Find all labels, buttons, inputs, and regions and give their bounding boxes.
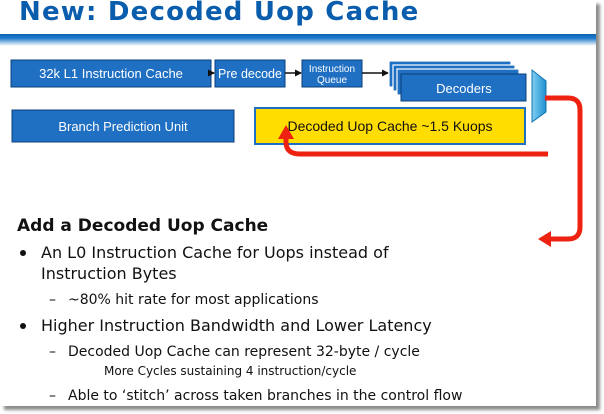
section-heading: Add a Decoded Uop Cache [17,216,269,236]
mux-shape [531,68,547,123]
bullet-2-subsub: More Cycles sustaining 4 instruction/cyc… [104,364,357,378]
bullet-2-sub-1: Decoded Uop Cache can represent 32-byte … [68,344,420,360]
slide-title: New: Decoded Uop Cache [19,0,420,27]
instruction-queue-label-line2: Queue [317,75,347,86]
predecode-box: Pre decode [214,59,286,88]
instruction-queue-label-line1: Instruction [309,64,355,75]
title-underline-bar [0,34,596,46]
bullet-1-line2: Instruction Bytes [41,264,177,283]
l1-cache-label: 32k L1 Instruction Cache [39,66,183,81]
bullet-1-line1: An L0 Instruction Cache for Uops instead… [41,243,389,262]
instruction-queue-box: Instruction Queue [301,59,363,88]
pipeline-diagram: 32k L1 Instruction Cache Pre decode Inst… [10,59,583,247]
bullet-dot-2 [20,323,26,329]
decoded-uop-cache-box: Decoded Uop Cache ~1.5 Kuops [254,107,526,145]
bullet-1-sub-1: ~80% hit rate for most applications [68,292,319,308]
predecode-label: Pre decode [218,67,282,81]
red-feedback-arrow-left [283,137,548,157]
bullet-2-line1: Higher Instruction Bandwidth and Lower L… [41,316,432,335]
decoders-stack: Decoders [388,60,527,102]
branch-prediction-unit-box: Branch Prediction Unit [11,109,235,143]
slide: New: Decoded Uop Cache 32k L1 Instructio… [0,0,596,406]
branch-prediction-unit-label: Branch Prediction Unit [58,119,188,134]
sub-dash-1: – [49,292,56,308]
sub-dash-3: – [49,388,56,404]
bullet-2-sub-2: Able to ‘stitch’ across taken branches i… [68,388,463,404]
sub-dash-2: – [49,344,56,360]
slide-body: Add a Decoded Uop Cache An L0 Instructio… [17,216,463,404]
decoders-label: Decoders [436,81,492,96]
red-arrowhead-up [278,125,294,139]
red-feedback-arrow-right [545,95,583,242]
bullet-dot-1 [20,250,26,256]
decoded-uop-cache-label: Decoded Uop Cache ~1.5 Kuops [287,118,492,134]
red-arrowhead-right [538,231,551,247]
l1-instruction-cache-box: 32k L1 Instruction Cache [10,59,212,88]
